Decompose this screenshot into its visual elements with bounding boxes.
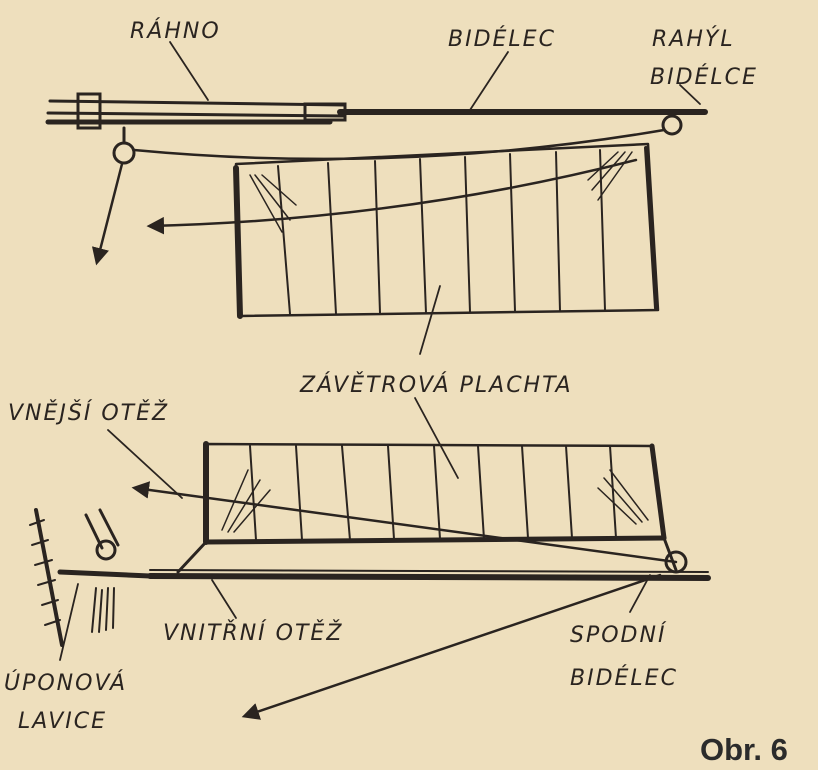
- lower-studding-sail: [203, 441, 667, 545]
- figure-caption: Obr. 6: [700, 732, 788, 767]
- halyard-line: [132, 128, 666, 161]
- lower-boom-spar: [147, 573, 711, 581]
- top-figure: RÁHNO BIDÉLEC RAHÝL BIDÉLCE: [45, 18, 758, 319]
- label-uponova: ÚPONOVÁ: [4, 670, 127, 696]
- upper-studding-sail: [146, 142, 660, 319]
- hull-bench: [29, 508, 153, 647]
- label-rahyl-2: BIDÉLCE: [650, 64, 758, 90]
- halyard-arrow: [91, 162, 124, 266]
- label-vnejsi-otez: VNĚJŠÍ OTĚŽ: [8, 400, 169, 426]
- label-spodni-2: BIDÉLEC: [570, 665, 678, 691]
- outer-sheet-line: [131, 481, 678, 564]
- label-lavice: LAVICE: [18, 709, 107, 734]
- label-bidelec: BIDÉLEC: [448, 26, 556, 52]
- label-rahyl-1: RAHÝL: [652, 26, 735, 52]
- bottom-figure: VNĚJŠÍ OTĚŽ VNITŘNÍ OTĚŽ SPODNÍ BIDÉLEC …: [4, 400, 711, 734]
- label-rahno: RÁHNO: [130, 18, 221, 44]
- block-pulley: [112, 141, 136, 165]
- downhaul-arrow: [241, 573, 662, 720]
- label-zavetrova-plachta: ZÁVĚTROVÁ PLACHTA: [299, 372, 573, 398]
- lower-ring: [664, 550, 688, 574]
- boom-iron-ring: [661, 114, 683, 136]
- label-vnitrni-otez: VNITŘNÍ OTĚŽ: [163, 620, 343, 646]
- label-spodni-1: SPODNÍ: [570, 622, 667, 648]
- yard-spar: [45, 92, 347, 130]
